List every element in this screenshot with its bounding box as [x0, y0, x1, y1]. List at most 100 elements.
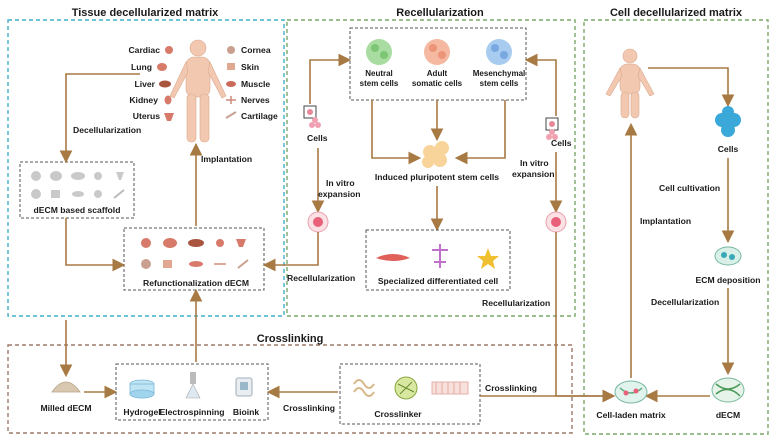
crosslinking-right-label: Crosslinking	[485, 383, 537, 393]
ipsc-label: Induced pluripotent stem cells	[375, 172, 499, 182]
muscle-icon	[226, 81, 236, 87]
milled-decm-icon	[51, 381, 81, 393]
organ-cardiac: Cardiac	[128, 45, 160, 55]
refunctionalization-organ-icons	[141, 238, 249, 269]
neuron-icon	[432, 244, 448, 268]
implantation-label: Implantation	[201, 154, 252, 164]
adult-label-1: Adult	[427, 69, 448, 78]
decellularization-label: Decellularization	[73, 125, 141, 135]
milled-label: Milled dECM	[40, 403, 91, 413]
recell-section-title: Recellularization	[396, 7, 484, 19]
in-vitro-right-1: In vitro	[520, 158, 549, 168]
organ-kidney: Kidney	[129, 95, 158, 105]
arrow-cells-to-stem-right	[524, 53, 557, 116]
ipsc-cluster-icon	[422, 141, 449, 168]
cells-left-icon-box	[303, 105, 317, 119]
star-cell-icon	[477, 248, 499, 269]
human-figure-right	[605, 48, 655, 119]
cells-left-icon	[309, 117, 321, 128]
bioink-icon	[235, 377, 253, 397]
arrow-decellularization	[59, 73, 140, 164]
in-vitro-left-2: expansion	[318, 189, 361, 199]
blue-cells-icon	[715, 106, 741, 137]
adult-label-2: somatic cells	[412, 79, 463, 88]
lung-icon	[157, 63, 167, 71]
decellularization-right-label: Decellularization	[651, 297, 719, 307]
heart-icon	[165, 46, 173, 54]
crosslinker-icons	[353, 376, 469, 400]
electrospinning-icon	[185, 372, 201, 399]
crosslinker-box	[339, 363, 481, 425]
specialized-label: Specialized differentiated cell	[378, 276, 498, 286]
mesen-label-1: Mesenchymal	[473, 69, 525, 78]
crosslinker-label: Crosslinker	[374, 409, 422, 419]
crosslinking-section-frame	[7, 344, 573, 434]
cartilage-icon	[225, 111, 237, 119]
arrow-cells-to-stem-left	[309, 53, 352, 104]
mesen-label-2: stem cells	[480, 79, 519, 88]
tissue-section-frame	[7, 19, 285, 317]
crosslinking-mid-label: Crosslinking	[283, 403, 335, 413]
ecm-deposition-label: ECM deposition	[696, 275, 761, 285]
arrow-recellularization-left	[262, 232, 319, 272]
human-figure-left	[169, 39, 227, 143]
cell-section-title: Cell decellularized matrix	[610, 7, 743, 19]
organ-list-left: Cardiac Lung Liver Kidney Uterus	[128, 45, 174, 121]
organ-liver: Liver	[134, 79, 155, 89]
skin-icon	[227, 63, 235, 70]
decm-scaffold-label: dECM based scaffold	[34, 205, 121, 215]
cell-section-frame	[583, 19, 769, 435]
recellularization-bottom-label: Recellularization	[482, 298, 550, 308]
in-vitro-right-2: expansion	[512, 169, 555, 179]
stem-cell-icons	[366, 39, 512, 65]
hydrogel-label: Hydrogel	[123, 407, 160, 417]
organ-lung: Lung	[131, 62, 152, 72]
uterus-icon	[164, 113, 174, 121]
cell-laden-label: Cell-laden matrix	[596, 410, 665, 420]
mesenchymal-stem-cell-icon	[486, 39, 512, 65]
cells-top-right-label: Cells	[718, 144, 739, 154]
arrow-human-to-cells	[648, 67, 735, 108]
adult-somatic-cell-icon	[424, 39, 450, 65]
ecm-deposition-icon	[714, 246, 742, 266]
crosslinking-section-title: Crosslinking	[257, 333, 324, 345]
bioink-label: Bioink	[233, 407, 259, 417]
organ-uterus: Uterus	[133, 111, 160, 121]
refunctionalization-label: Refunctionalization dECM	[143, 278, 249, 288]
arrow-neutral-to-ipsc	[371, 100, 422, 165]
cell-laden-matrix-icon	[614, 380, 648, 404]
specialized-cell-icons	[376, 244, 499, 269]
electrospinning-label: Electrospinning	[160, 407, 225, 417]
organ-cornea: Cornea	[241, 45, 271, 55]
decm-scaffold-box	[19, 161, 135, 219]
liver-icon	[159, 80, 171, 88]
neutral-stem-cell-icon	[366, 39, 392, 65]
arrow-scaffold-to-refunc	[65, 218, 126, 272]
organ-list-right: Cornea Skin Muscle Nerves Cartilage	[225, 45, 278, 121]
organ-nerves: Nerves	[241, 95, 270, 105]
implantation-right-label: Implantation	[640, 216, 691, 226]
kidney-icon	[164, 95, 172, 105]
scaffold-organ-icons	[31, 171, 125, 199]
muscle-cell-icon	[376, 254, 410, 261]
hydrogel-icon	[129, 379, 155, 399]
nerve-icon	[226, 96, 236, 104]
arrow-mesen-to-ipsc	[454, 100, 506, 165]
organ-skin: Skin	[241, 62, 259, 72]
specialized-cell-box	[365, 229, 511, 291]
neutral-label-2: stem cells	[360, 79, 399, 88]
cells-right-icon	[546, 129, 558, 140]
eye-icon	[227, 46, 235, 54]
cells-right-label: Cells	[551, 138, 572, 148]
tissue-section-title: Tissue decellularized matrix	[72, 7, 219, 19]
decm-label: dECM	[716, 410, 740, 420]
decm-fiber-icon	[711, 377, 745, 403]
recellularization-left-label: Recellularization	[287, 273, 355, 283]
cells-left-label: Cells	[307, 133, 328, 143]
organ-cartilage: Cartilage	[241, 111, 278, 121]
organ-muscle: Muscle	[241, 79, 270, 89]
in-vitro-left-1: In vitro	[326, 178, 355, 188]
neutral-label-1: Neutral	[365, 69, 393, 78]
cell-cultivation-label: Cell cultivation	[659, 183, 720, 193]
